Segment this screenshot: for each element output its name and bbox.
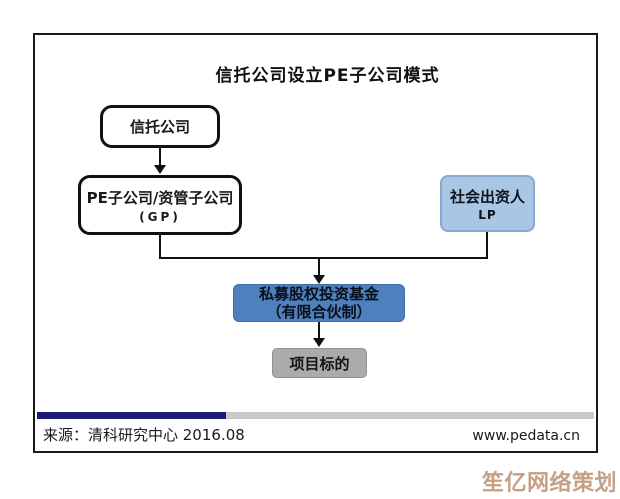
node-trust-company-label: 信托公司 xyxy=(129,118,190,136)
watermark-text: 笙亿网络策划 xyxy=(481,471,617,496)
node-social-investor: 社会出资人 LP xyxy=(440,175,535,232)
node-pe-subsidiary-gp-label: (GP) xyxy=(139,209,181,224)
connector-pe-stem xyxy=(159,235,161,259)
node-project-target-label: 项目标的 xyxy=(289,354,350,373)
source-text: 来源：清科研究中心 2016.08 xyxy=(43,426,245,444)
node-trust-company: 信托公司 xyxy=(100,105,220,148)
node-social-investor-lp-label: LP xyxy=(478,207,497,222)
node-pe-fund-label: 私募股权投资基金 xyxy=(258,285,379,303)
connector-lp-stem xyxy=(486,232,488,259)
node-project-target: 项目标的 xyxy=(272,348,367,378)
node-pe-subsidiary: PE子公司/资管子公司 (GP) xyxy=(78,175,242,235)
node-social-investor-label: 社会出资人 xyxy=(449,187,525,206)
arrow-trust-to-pe-line xyxy=(159,148,161,166)
node-pe-subsidiary-label: PE子公司/资管子公司 xyxy=(86,188,234,207)
footer-rule-track xyxy=(37,412,594,419)
arrow-merge-to-fund-line xyxy=(318,259,320,276)
node-pe-fund-sub-label: （有限合伙制） xyxy=(266,303,372,321)
arrow-fund-to-target-head xyxy=(313,338,325,347)
arrow-merge-to-fund-head xyxy=(313,275,325,284)
diagram-canvas: 信托公司设立PE子公司模式 信托公司 PE子公司/资管子公司 (GP) 社会出资… xyxy=(35,35,596,451)
connector-merge-line xyxy=(159,257,488,259)
diagram-title: 信托公司设立PE子公司模式 xyxy=(215,66,440,86)
diagram-frame: 信托公司设立PE子公司模式 信托公司 PE子公司/资管子公司 (GP) 社会出资… xyxy=(33,33,598,453)
node-pe-fund: 私募股权投资基金 （有限合伙制） xyxy=(233,284,405,322)
footer-rule-navy-segment xyxy=(37,412,226,419)
arrow-trust-to-pe-head xyxy=(154,165,166,174)
arrow-fund-to-target-line xyxy=(318,322,320,339)
website-text: www.pedata.cn xyxy=(472,428,580,444)
